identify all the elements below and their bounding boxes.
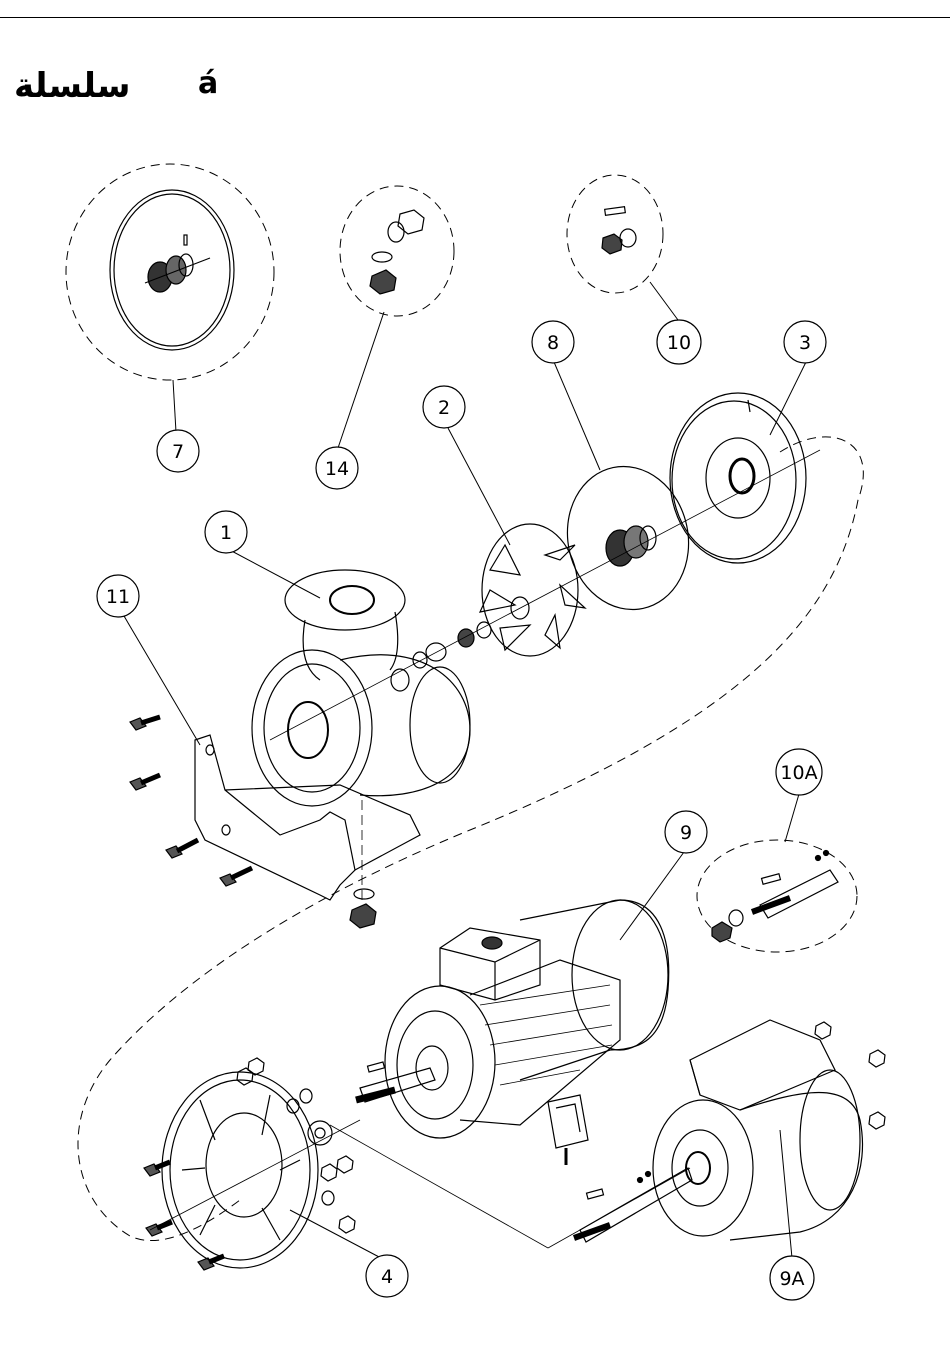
callout-8: 8 — [532, 321, 574, 363]
part-10-nut-kit — [602, 207, 636, 254]
cover-inner — [706, 438, 770, 518]
svg-text:2: 2 — [438, 397, 450, 419]
callout-1: 1 — [205, 511, 247, 553]
nut — [237, 1068, 253, 1085]
bolts — [130, 717, 252, 1270]
shaft-nut-washer — [413, 622, 491, 668]
key — [605, 207, 626, 216]
motor-clamp — [548, 1095, 588, 1165]
svg-text:11: 11 — [106, 586, 130, 608]
enclosure-14 — [340, 186, 454, 316]
drain-nut — [370, 270, 396, 294]
bolt — [144, 1162, 170, 1176]
small-washer — [372, 252, 392, 262]
callout-9A: 9A — [770, 1256, 814, 1300]
mechanical-seal-small — [145, 254, 210, 292]
callout-10A: 10A — [776, 749, 822, 795]
impeller-washer — [620, 229, 636, 247]
svg-text:3: 3 — [799, 332, 811, 354]
nut — [869, 1050, 885, 1067]
part-7-seal-kit — [110, 190, 234, 350]
svg-text:7: 7 — [172, 441, 184, 463]
nut — [248, 1058, 264, 1075]
outlet-flange — [285, 570, 405, 630]
callout-7: 7 — [157, 430, 199, 472]
bolt — [198, 1256, 224, 1270]
svg-text:9A: 9A — [779, 1268, 804, 1290]
nut — [869, 1112, 885, 1129]
axis-lines — [150, 450, 820, 1248]
callout-9: 9 — [665, 811, 707, 853]
callout-4: 4 — [366, 1255, 408, 1297]
bolt — [146, 1222, 172, 1236]
svg-text:8: 8 — [547, 332, 559, 354]
part-9-motor — [356, 900, 669, 1165]
washer — [322, 1191, 334, 1205]
callout-2: 2 — [423, 386, 465, 428]
hex-plug — [398, 210, 424, 234]
part-14-plug-kit — [370, 210, 424, 294]
part-4-adapter — [162, 1072, 318, 1268]
bolt — [130, 717, 160, 730]
callout-10: 10 — [657, 320, 701, 364]
cover-pin — [748, 400, 750, 412]
bolt — [130, 775, 160, 790]
cover-outer — [670, 393, 806, 563]
part-3-back-cover — [670, 393, 806, 563]
svg-text:10A: 10A — [780, 762, 817, 784]
bolt — [166, 840, 198, 858]
leader-lines — [124, 282, 806, 1258]
bolt — [220, 868, 252, 886]
callout-11: 11 — [97, 575, 139, 617]
impeller-nut — [602, 234, 622, 254]
nut — [815, 1022, 831, 1039]
part-1-pump-casing — [252, 570, 470, 806]
cover-hub — [730, 459, 754, 493]
svg-text:10: 10 — [667, 332, 691, 354]
svg-text:14: 14 — [325, 458, 349, 480]
nut — [321, 1164, 337, 1181]
nut — [337, 1156, 353, 1173]
shaft-key — [367, 1062, 384, 1072]
motor-shaft — [356, 1068, 435, 1102]
motor-endshield — [385, 986, 495, 1138]
part-10A-shaft-kit — [712, 851, 838, 943]
callout-3: 3 — [784, 321, 826, 363]
mechanical-seal-main — [606, 526, 656, 566]
svg-text:1: 1 — [220, 522, 232, 544]
svg-text:9: 9 — [680, 822, 692, 844]
seal-pin — [184, 235, 187, 245]
plug-washer — [388, 222, 404, 242]
svg-text:4: 4 — [381, 1266, 393, 1288]
washer — [300, 1089, 312, 1103]
cover-rim — [672, 401, 796, 559]
callout-14: 14 — [316, 447, 358, 489]
part-2-impeller — [480, 524, 585, 656]
enclosure-10 — [567, 175, 663, 293]
nut — [339, 1216, 355, 1233]
